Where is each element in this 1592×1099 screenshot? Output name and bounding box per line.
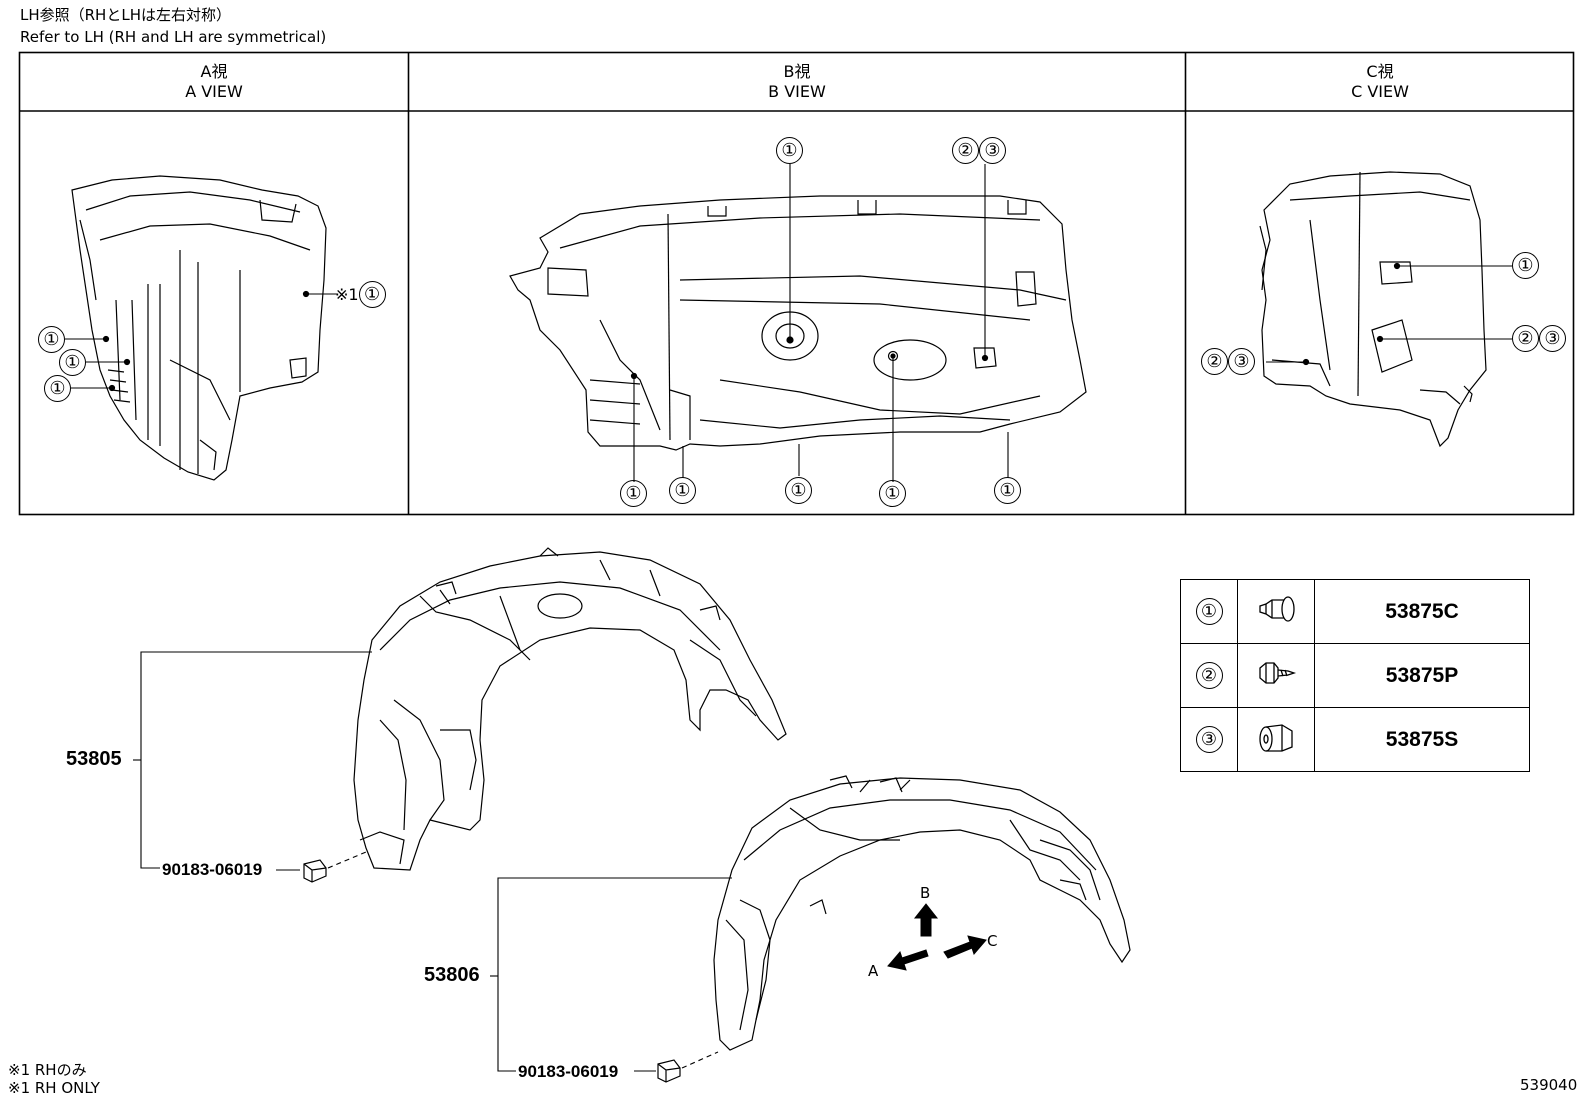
direction-label-b: B [920,884,931,902]
panel-b-view [509,195,1087,451]
callout-2-badge: ② [1201,348,1228,375]
direction-arrows [887,903,987,971]
callout-2-badge: ② [1512,325,1539,352]
clip-1-icon [1259,595,1295,622]
view-b-header: B視 B VIEW [409,62,1185,102]
callout-a-1b: ① [59,349,86,376]
callout-3-badge: ③ [1228,348,1255,375]
callout-3-badge: ③ [1539,325,1566,352]
clip-nut-lower [657,1059,681,1083]
arrow-b [913,903,939,937]
table-row: ③ 53875S [1180,707,1530,772]
callout-b-1-bot-d: ① [879,480,906,507]
view-b-title-ja: B視 [783,62,811,81]
callout-b-1-bot-e: ① [994,477,1021,504]
part-number-cell: 53875S [1314,707,1530,772]
arrow-c [943,935,987,959]
star1-mark: ※1 [335,285,359,304]
liner-53806 [713,775,1131,1051]
view-frame [18,51,1575,516]
note-english: Refer to LH (RH and LH are symmetrical) [20,28,327,46]
row-key-cell: ② [1180,643,1238,708]
view-c-header: C視 C VIEW [1186,62,1574,102]
direction-label-a: A [868,962,879,980]
callout-b-1-bot-c: ① [785,477,812,504]
view-a-title-ja: A視 [200,62,228,81]
callout-2-badge: ② [952,137,979,164]
part-number-cell: 53875C [1314,579,1530,644]
row-icon-cell [1237,707,1315,772]
part-label-nut-upper: 90183-06019 [162,860,263,879]
liner-upper-leaders [133,651,372,871]
callout-b-1-bot-b: ① [669,477,696,504]
callout-c-1: ① [1512,252,1539,279]
table-row: ② 53875P [1180,643,1530,708]
footnote-english: ※1 RH ONLY [8,1079,100,1097]
panel-a-leaders [65,293,338,389]
panel-a-view [71,175,327,481]
callout-b-1-top: ① [776,137,803,164]
diagram-id: 539040 [1520,1076,1578,1094]
part-number-cell: 53875P [1314,643,1530,708]
screw-grommet-icon [1259,661,1297,684]
callout-a-1a: ① [38,326,65,353]
callout-1-badge: ① [358,281,386,308]
table-row: ① 53875C [1180,579,1530,644]
liner-lower-leaders [490,877,732,1072]
part-label-nut-lower: 90183-06019 [518,1062,619,1081]
view-c-title-en: C VIEW [1351,82,1409,101]
view-c-title-ja: C視 [1366,62,1394,81]
arrow-a [887,949,929,971]
row-key: ③ [1195,726,1223,753]
callout-3-badge: ③ [979,137,1006,164]
callout-a-1c: ① [44,375,71,402]
note-japanese: LH参照（RHとLHは左右対称） [20,6,231,24]
direction-label-c: C [987,932,998,950]
view-a-title-en: A VIEW [185,82,243,101]
view-a-header: A視 A VIEW [20,62,408,102]
footnote-japanese: ※1 RHのみ [8,1061,87,1079]
fastener-parts-table: ① 53875C ② 53875P [1180,579,1530,772]
row-key: ② [1195,662,1223,689]
view-b-title-en: B VIEW [768,82,826,101]
part-label-53805: 53805 [66,748,122,770]
panel-b-leaders [633,164,1009,482]
callout-b-1-bot-a: ① [620,480,647,507]
row-key-cell: ③ [1180,707,1238,772]
row-key: ① [1195,598,1223,625]
row-icon-cell [1237,643,1315,708]
panel-c-leaders [1266,265,1512,363]
panel-c-view [1259,171,1487,448]
clip-3-icon [1259,723,1293,752]
part-label-53806: 53806 [424,964,480,986]
liner-53805 [353,547,787,871]
clip-nut-upper [303,859,327,883]
row-icon-cell [1237,579,1315,644]
row-key-cell: ① [1180,579,1238,644]
